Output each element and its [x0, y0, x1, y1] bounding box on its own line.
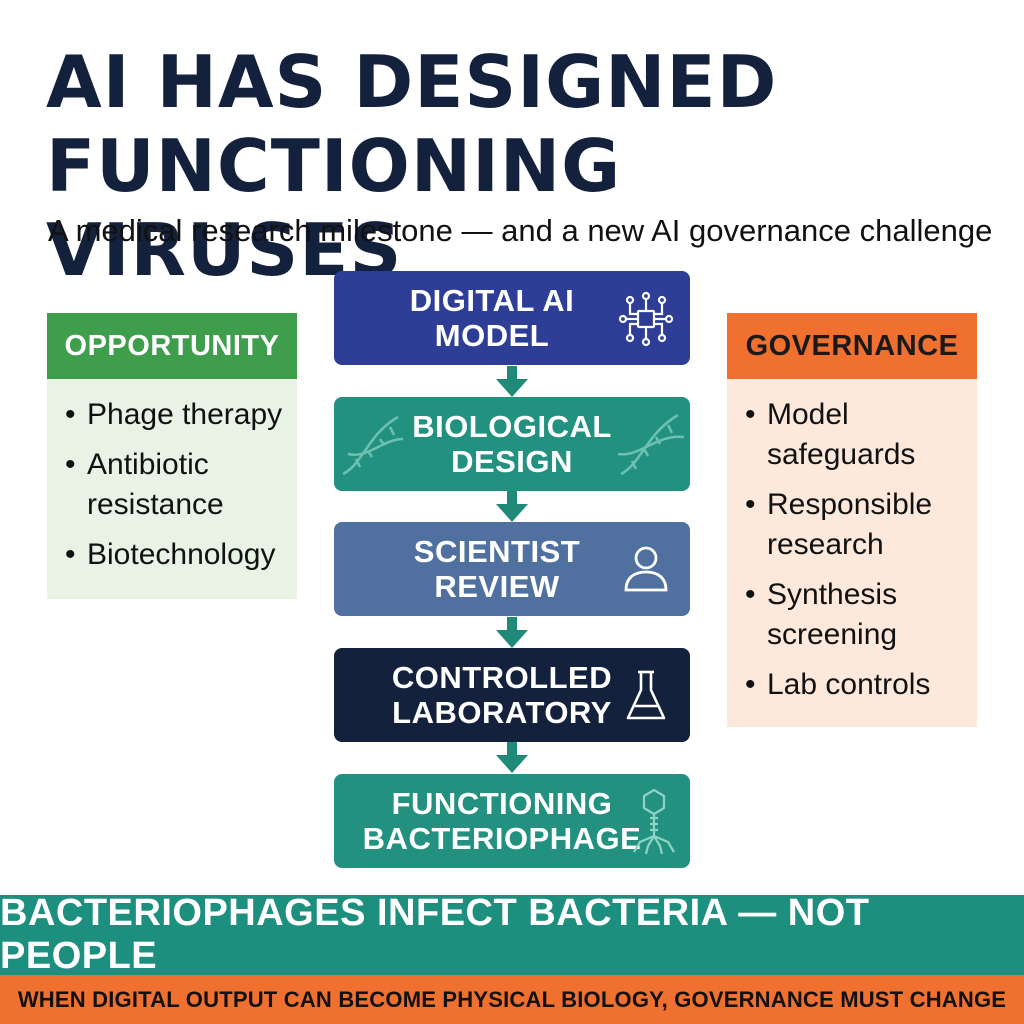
governance-item: Synthesis screening	[745, 575, 977, 655]
banner-footer-text: WHEN DIGITAL OUTPUT CAN BECOME PHYSICAL …	[17, 986, 1007, 1012]
flow-step-scientist-review: SCIENTIST REVIEW	[334, 522, 690, 616]
governance-item: Responsible research	[745, 485, 977, 565]
opportunity-header: OPPORTUNITY	[47, 313, 297, 379]
flow-step-label-line: BACTERIOPHAGE	[362, 821, 642, 856]
opportunity-item: Antibiotic resistance	[65, 445, 297, 525]
flow-step-biological-design: BIOLOGICAL DESIGN	[334, 397, 690, 491]
opportunity-panel: OPPORTUNITY Phage therapy Antibiotic res…	[47, 313, 297, 599]
banner-main: BACTERIOPHAGES INFECT BACTERIA — NOT PEO…	[0, 892, 1024, 977]
flow-step-label-line: CONTROLLED	[391, 660, 613, 695]
flow-step-label: SCIENTIST REVIEW	[414, 534, 580, 604]
opportunity-list: Phage therapy Antibiotic resistance Biot…	[65, 395, 297, 575]
opportunity-item: Biotechnology	[65, 535, 297, 575]
flow-step-label-line: BIOLOGICAL	[412, 409, 612, 444]
flow-step-label-line: MODEL	[434, 318, 550, 353]
governance-header: GOVERNANCE	[727, 313, 977, 379]
flow-step-functioning-bacteriophage: FUNCTIONING BACTERIOPHAGE	[334, 774, 690, 868]
page-subtitle: A medical research milestone — and a new…	[48, 213, 993, 248]
banner-main-text: BACTERIOPHAGES INFECT BACTERIA — NOT PEO…	[0, 892, 870, 977]
opportunity-body: Phage therapy Antibiotic resistance Biot…	[47, 379, 297, 599]
opportunity-item: Phage therapy	[65, 395, 297, 435]
flow-step-label-line: DESIGN	[451, 444, 573, 479]
flask-icon	[626, 670, 666, 720]
flow-step-label-line: SCIENTIST	[413, 534, 581, 569]
dna-helix-icon	[342, 415, 404, 476]
flow-step-label: BIOLOGICAL DESIGN	[412, 409, 612, 479]
governance-list: Model safeguards Responsible research Sy…	[745, 395, 977, 705]
governance-body: Model safeguards Responsible research Sy…	[727, 379, 977, 727]
flow-step-label: FUNCTIONING BACTERIOPHAGE	[363, 786, 642, 856]
flow-step-label-line: FUNCTIONING	[391, 786, 613, 821]
title-line-2: FUNCTIONING VIRUSES	[46, 124, 622, 292]
banner-footer: WHEN DIGITAL OUTPUT CAN BECOME PHYSICAL …	[0, 975, 1024, 1024]
flow-arrow	[496, 491, 528, 522]
governance-item: Lab controls	[745, 665, 977, 705]
bacteriophage-icon	[633, 788, 675, 855]
flow-step-label: DIGITAL AI MODEL	[410, 283, 575, 353]
flow-arrow	[496, 366, 528, 397]
flow-arrow	[496, 742, 528, 773]
dna-helix-icon	[617, 413, 685, 476]
flow-step-label-line: LABORATORY	[392, 695, 612, 730]
governance-item: Model safeguards	[745, 395, 977, 475]
flow-step-controlled-laboratory: CONTROLLED LABORATORY	[334, 648, 690, 742]
page-title: AI HAS DESIGNED FUNCTIONING VIRUSES	[46, 40, 996, 292]
circuit-chip-icon	[618, 291, 674, 347]
flow-step-label-line: REVIEW	[434, 569, 560, 604]
flow-step-digital-ai-model: DIGITAL AI MODEL	[334, 271, 690, 365]
flow-step-label-line: DIGITAL AI	[409, 283, 575, 318]
flow-arrow	[496, 617, 528, 648]
person-icon	[624, 546, 668, 592]
governance-panel: GOVERNANCE Model safeguards Responsible …	[727, 313, 977, 727]
title-line-1: AI HAS DESIGNED	[46, 40, 778, 124]
flow-step-label: CONTROLLED LABORATORY	[392, 660, 612, 730]
